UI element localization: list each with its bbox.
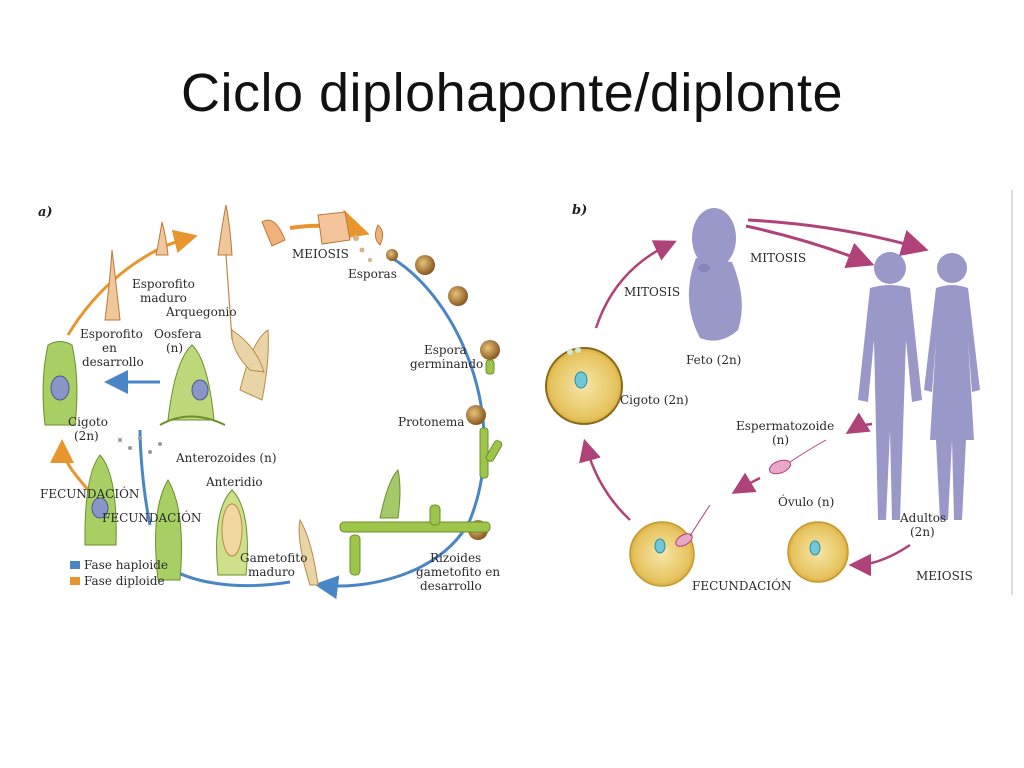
label-cigoto-b: Cigoto (2n) <box>620 393 689 407</box>
label-fecundacion-a1: FECUNDACIÓN <box>40 485 139 501</box>
label-cigoto-1: Cigoto <box>68 415 108 429</box>
arrow-mitosis-to-male <box>745 224 875 268</box>
zygote-cell <box>545 347 623 425</box>
label-arquegonio: Arquegonio <box>165 305 237 319</box>
arrow-diploid-up <box>66 229 198 336</box>
label-esporofito-des-2: en <box>102 341 117 355</box>
legend-label-haploid: Fase haploide <box>84 558 168 572</box>
panel-b-tag: b) <box>572 203 587 218</box>
arrow-to-sperm <box>845 412 873 434</box>
label-mitosis-b1: MITOSIS <box>750 251 806 265</box>
label-esporofito-maduro-1: Esporofito <box>132 277 195 291</box>
label-adultos-2: (2n) <box>910 525 935 539</box>
legend: Fase haploide Fase diploide <box>70 558 168 588</box>
archegonium <box>159 344 226 426</box>
label-rizoides-3: desarrollo <box>420 579 482 593</box>
panel-a: a) <box>30 195 510 600</box>
label-meiosis-b: MEIOSIS <box>916 569 973 583</box>
arrow-mitosis-to-female <box>747 218 929 257</box>
label-oosfera-2: (n) <box>166 341 183 355</box>
label-rizoides-1: Rizoides <box>430 551 481 565</box>
adult-female <box>924 253 980 520</box>
label-oosfera-1: Oosfera <box>154 327 202 341</box>
label-meiosis-a: MEIOSIS <box>292 247 349 261</box>
label-ovulo: Óvulo (n) <box>778 493 834 509</box>
label-espermatozoide-2: (n) <box>772 433 789 447</box>
arrow-meiosis-b <box>848 543 911 577</box>
developing-sporophyte <box>42 341 78 426</box>
label-protonema: Protonema <box>398 415 464 429</box>
legend-swatch-haploid <box>70 561 80 569</box>
arrow-mitosis-up <box>594 240 677 329</box>
adult-male <box>858 252 922 520</box>
label-esporofito-des-1: Esporofito <box>80 327 143 341</box>
label-espora-germ-2: germinando <box>410 357 483 371</box>
arrow-sperm-to-egg <box>731 472 761 494</box>
label-mitosis-b2: MITOSIS <box>624 285 680 299</box>
label-esporofito-maduro-2: maduro <box>140 291 187 305</box>
legend-swatch-diploid <box>70 577 80 585</box>
panel-a-tag: a) <box>38 205 53 220</box>
label-fecundacion-b: FECUNDACIÓN <box>692 577 791 593</box>
gametophyte-leafy <box>231 329 401 586</box>
sporophyte-capsules <box>104 204 384 341</box>
arrow-haploid-right <box>314 256 486 600</box>
fecundation-cell <box>629 504 711 587</box>
sperm-cell <box>768 439 827 475</box>
protonema <box>339 359 503 576</box>
fetus <box>688 208 742 341</box>
label-rizoides-2: gametofito en <box>416 565 500 579</box>
panel-b: b) <box>545 190 1013 595</box>
arrow-haploid-left <box>138 429 152 526</box>
label-fecundacion-a2: FECUNDACIÓN <box>102 509 201 525</box>
label-gametofito-1: Gametofito <box>240 551 307 565</box>
label-espermatozoide-1: Espermatozoide <box>736 419 834 433</box>
ovum-cell <box>787 521 849 583</box>
label-anterozoides: Anterozoides (n) <box>175 451 277 465</box>
label-anteridio: Anteridio <box>205 475 263 489</box>
label-feto: Feto (2n) <box>686 353 741 367</box>
label-gametofito-2: maduro <box>248 565 295 579</box>
slide-title: Ciclo diplohaponte/diplonte <box>181 63 843 123</box>
label-espora-germ-1: Espora <box>424 343 467 357</box>
legend-label-diploid: Fase diploide <box>84 574 165 588</box>
label-cigoto-2: (2n) <box>74 429 99 443</box>
arrow-to-zygote <box>579 438 631 521</box>
label-esporas: Esporas <box>348 267 397 281</box>
fecundation-structures <box>84 436 248 581</box>
label-adultos-1: Adultos <box>899 511 946 525</box>
label-esporofito-des-3: desarrollo <box>82 355 144 369</box>
